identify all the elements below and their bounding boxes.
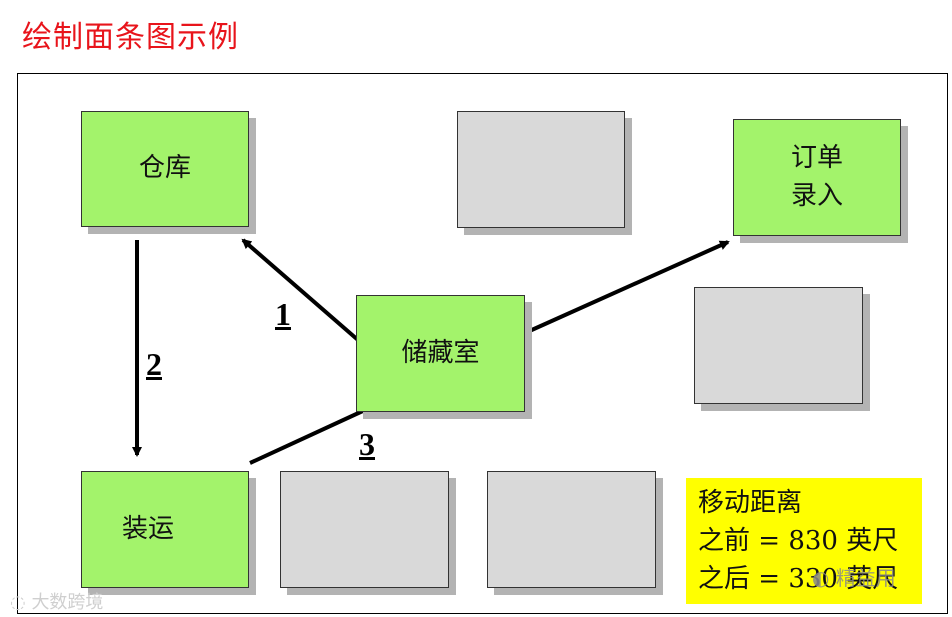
arrow-storage-to-warehouse (241, 238, 360, 342)
storage-label: 储藏室 (401, 337, 480, 368)
warehouse-label: 仓库 (138, 153, 191, 184)
order-entry-label-line2: 录入 (790, 180, 843, 211)
storage-box: 储藏室 (356, 295, 525, 412)
wechat-icon: ◐ (812, 566, 836, 590)
empty-box-right (694, 287, 863, 404)
info-line-1: 移动距离 (698, 488, 803, 518)
distance-info-box: 移动距离 之前 = 830 英尺 之后 = 330 英尺 (686, 478, 922, 604)
empty-box-bottom-2 (487, 471, 656, 588)
page-title: 绘制面条图示例 (22, 20, 239, 55)
info-line-2: 之前 = 830 英尺 (698, 526, 899, 556)
order-entry-box: 订单 录入 (733, 119, 901, 236)
order-entry-label: 订单 录入 (791, 140, 843, 215)
line-shipping-to-storage (249, 408, 366, 465)
watermark-right: ◐ 精益用 (812, 562, 896, 591)
info-line-3: 之后 = 330 英尺 (698, 564, 899, 594)
shipping-label: 装运 (122, 513, 175, 544)
empty-box-top (457, 111, 625, 228)
arrow-storage-to-order-entry (524, 240, 730, 335)
order-entry-label-line1: 订单 (790, 142, 843, 173)
watermark-left: ◌ 大数跨境 (10, 588, 103, 614)
path-label-2: 2 (146, 346, 162, 382)
path-label-1: 1 (275, 296, 291, 332)
empty-box-bottom-1 (280, 471, 449, 588)
warehouse-box: 仓库 (81, 111, 249, 227)
watermark-left-icon: ◌ (10, 592, 32, 613)
shipping-box: 装运 (81, 471, 249, 588)
path-label-3: 3 (359, 426, 375, 462)
watermark-left-text: 大数跨境 (31, 592, 104, 613)
watermark-right-text: 精益用 (835, 566, 896, 590)
